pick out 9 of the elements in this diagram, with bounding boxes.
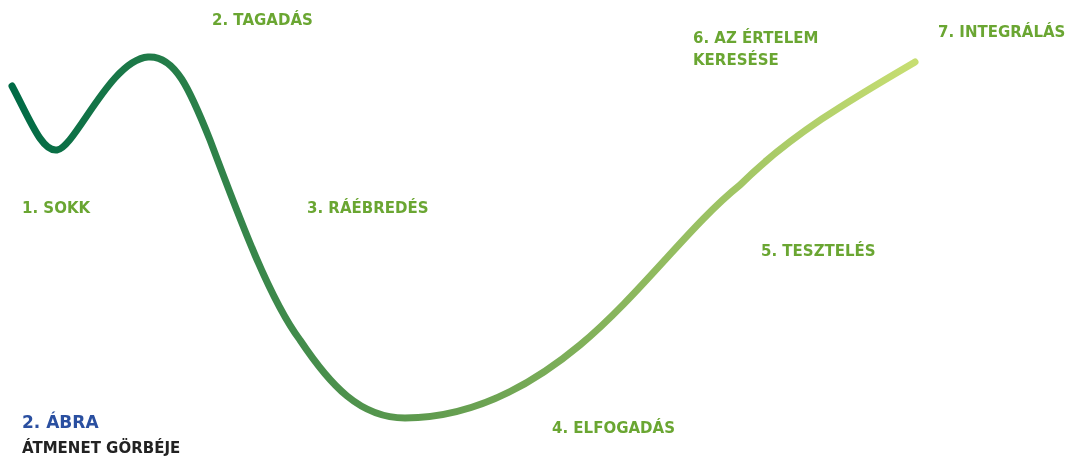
stage-label: 3. RÁÉBREDÉS bbox=[307, 197, 429, 219]
stage-label: 5. TESZTELÉS bbox=[761, 240, 876, 262]
stage-label: 1. SOKK bbox=[22, 198, 91, 219]
stage-label: 4. ELFOGADÁS bbox=[552, 417, 675, 439]
figure-number: 2. ÁBRA bbox=[22, 410, 99, 434]
stage-label: 2. TAGADÁS bbox=[212, 9, 313, 31]
figure-caption: ÁTMENET GÖRBÉJE bbox=[22, 437, 181, 459]
stage-label: 7. INTEGRÁLÁS bbox=[938, 21, 1066, 43]
stage-label: 6. AZ ÉRTELEM KERESÉSE bbox=[693, 27, 820, 71]
